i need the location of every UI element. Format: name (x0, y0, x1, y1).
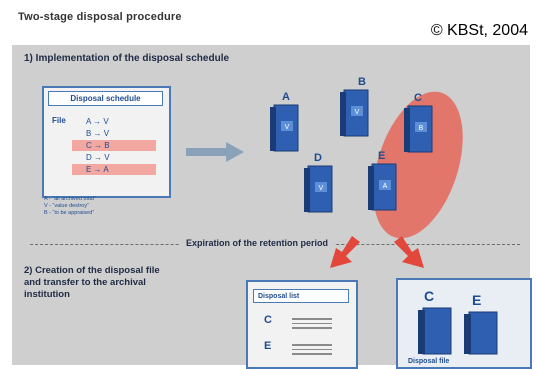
binder-c-icon: B (404, 105, 433, 153)
red-arrow-right-icon (394, 236, 424, 268)
binder-code: V (355, 109, 360, 116)
disposal-list-box: Disposal list C E (246, 280, 358, 369)
expiration-label: Expiration of the retention period (180, 238, 335, 248)
text-lines-icon (292, 344, 332, 358)
copyright-notice: © KBSt, 2004 (430, 22, 528, 39)
schedule-legend: A - “all archived total” V - “value dest… (44, 196, 96, 217)
disposal-file-box: C E Disposal file (396, 278, 532, 369)
legend-line: B - “to be appraised” (44, 210, 95, 216)
binder-b-icon: V (340, 89, 369, 137)
binder-e-icon (464, 311, 498, 355)
schedule-row-highlighted: C → B (72, 140, 156, 151)
disposal-list-title: Disposal list (253, 289, 349, 303)
section-2-line: 2) Creation of the disposal file (24, 265, 160, 276)
schedule-file-label: File (52, 116, 66, 125)
schedule-row: A → V (86, 117, 109, 126)
legend-line: V - “value destroy” (44, 203, 89, 209)
schedule-row-highlighted: E → A (72, 164, 156, 175)
red-arrow-left-icon (330, 236, 360, 268)
binder-code: A (383, 183, 388, 190)
disposal-schedule-title: Disposal schedule (48, 91, 163, 106)
binder-label: E (378, 150, 386, 162)
binder-e-icon: A (368, 163, 397, 211)
text-lines-icon (292, 318, 332, 332)
binder-d-icon: V (304, 165, 333, 213)
section-2-line: and transfer to the archival (24, 277, 146, 288)
disposal-list-item: C (264, 314, 272, 326)
disposal-file-label: C (424, 288, 435, 304)
disposal-list-item: E (264, 340, 272, 352)
binder-label: C (414, 92, 422, 104)
legend-line: A - “all archived total” (44, 196, 96, 202)
binder-c-icon (418, 307, 452, 355)
section-2-heading: 2) Creation of the disposal file and tra… (24, 265, 160, 301)
binder-label: D (314, 152, 322, 164)
section-2-line: institution (24, 289, 70, 300)
binder-code: B (419, 125, 424, 132)
page-title: Two-stage disposal procedure (18, 11, 182, 23)
binder-label: A (282, 91, 290, 103)
binder-label: B (358, 76, 366, 88)
schedule-row: B → V (86, 129, 110, 138)
section-1-heading: 1) Implementation of the disposal schedu… (24, 53, 230, 64)
disposal-file-label: E (472, 292, 482, 308)
disposal-schedule-box: Disposal schedule File A → V B → V C → B… (42, 86, 171, 198)
right-arrow-icon (186, 142, 244, 162)
binder-code: V (285, 124, 290, 131)
binder-code: V (319, 185, 324, 192)
disposal-file-caption: Disposal file (408, 358, 450, 365)
binder-a-icon: V (270, 104, 299, 152)
schedule-row: D → V (86, 153, 110, 162)
